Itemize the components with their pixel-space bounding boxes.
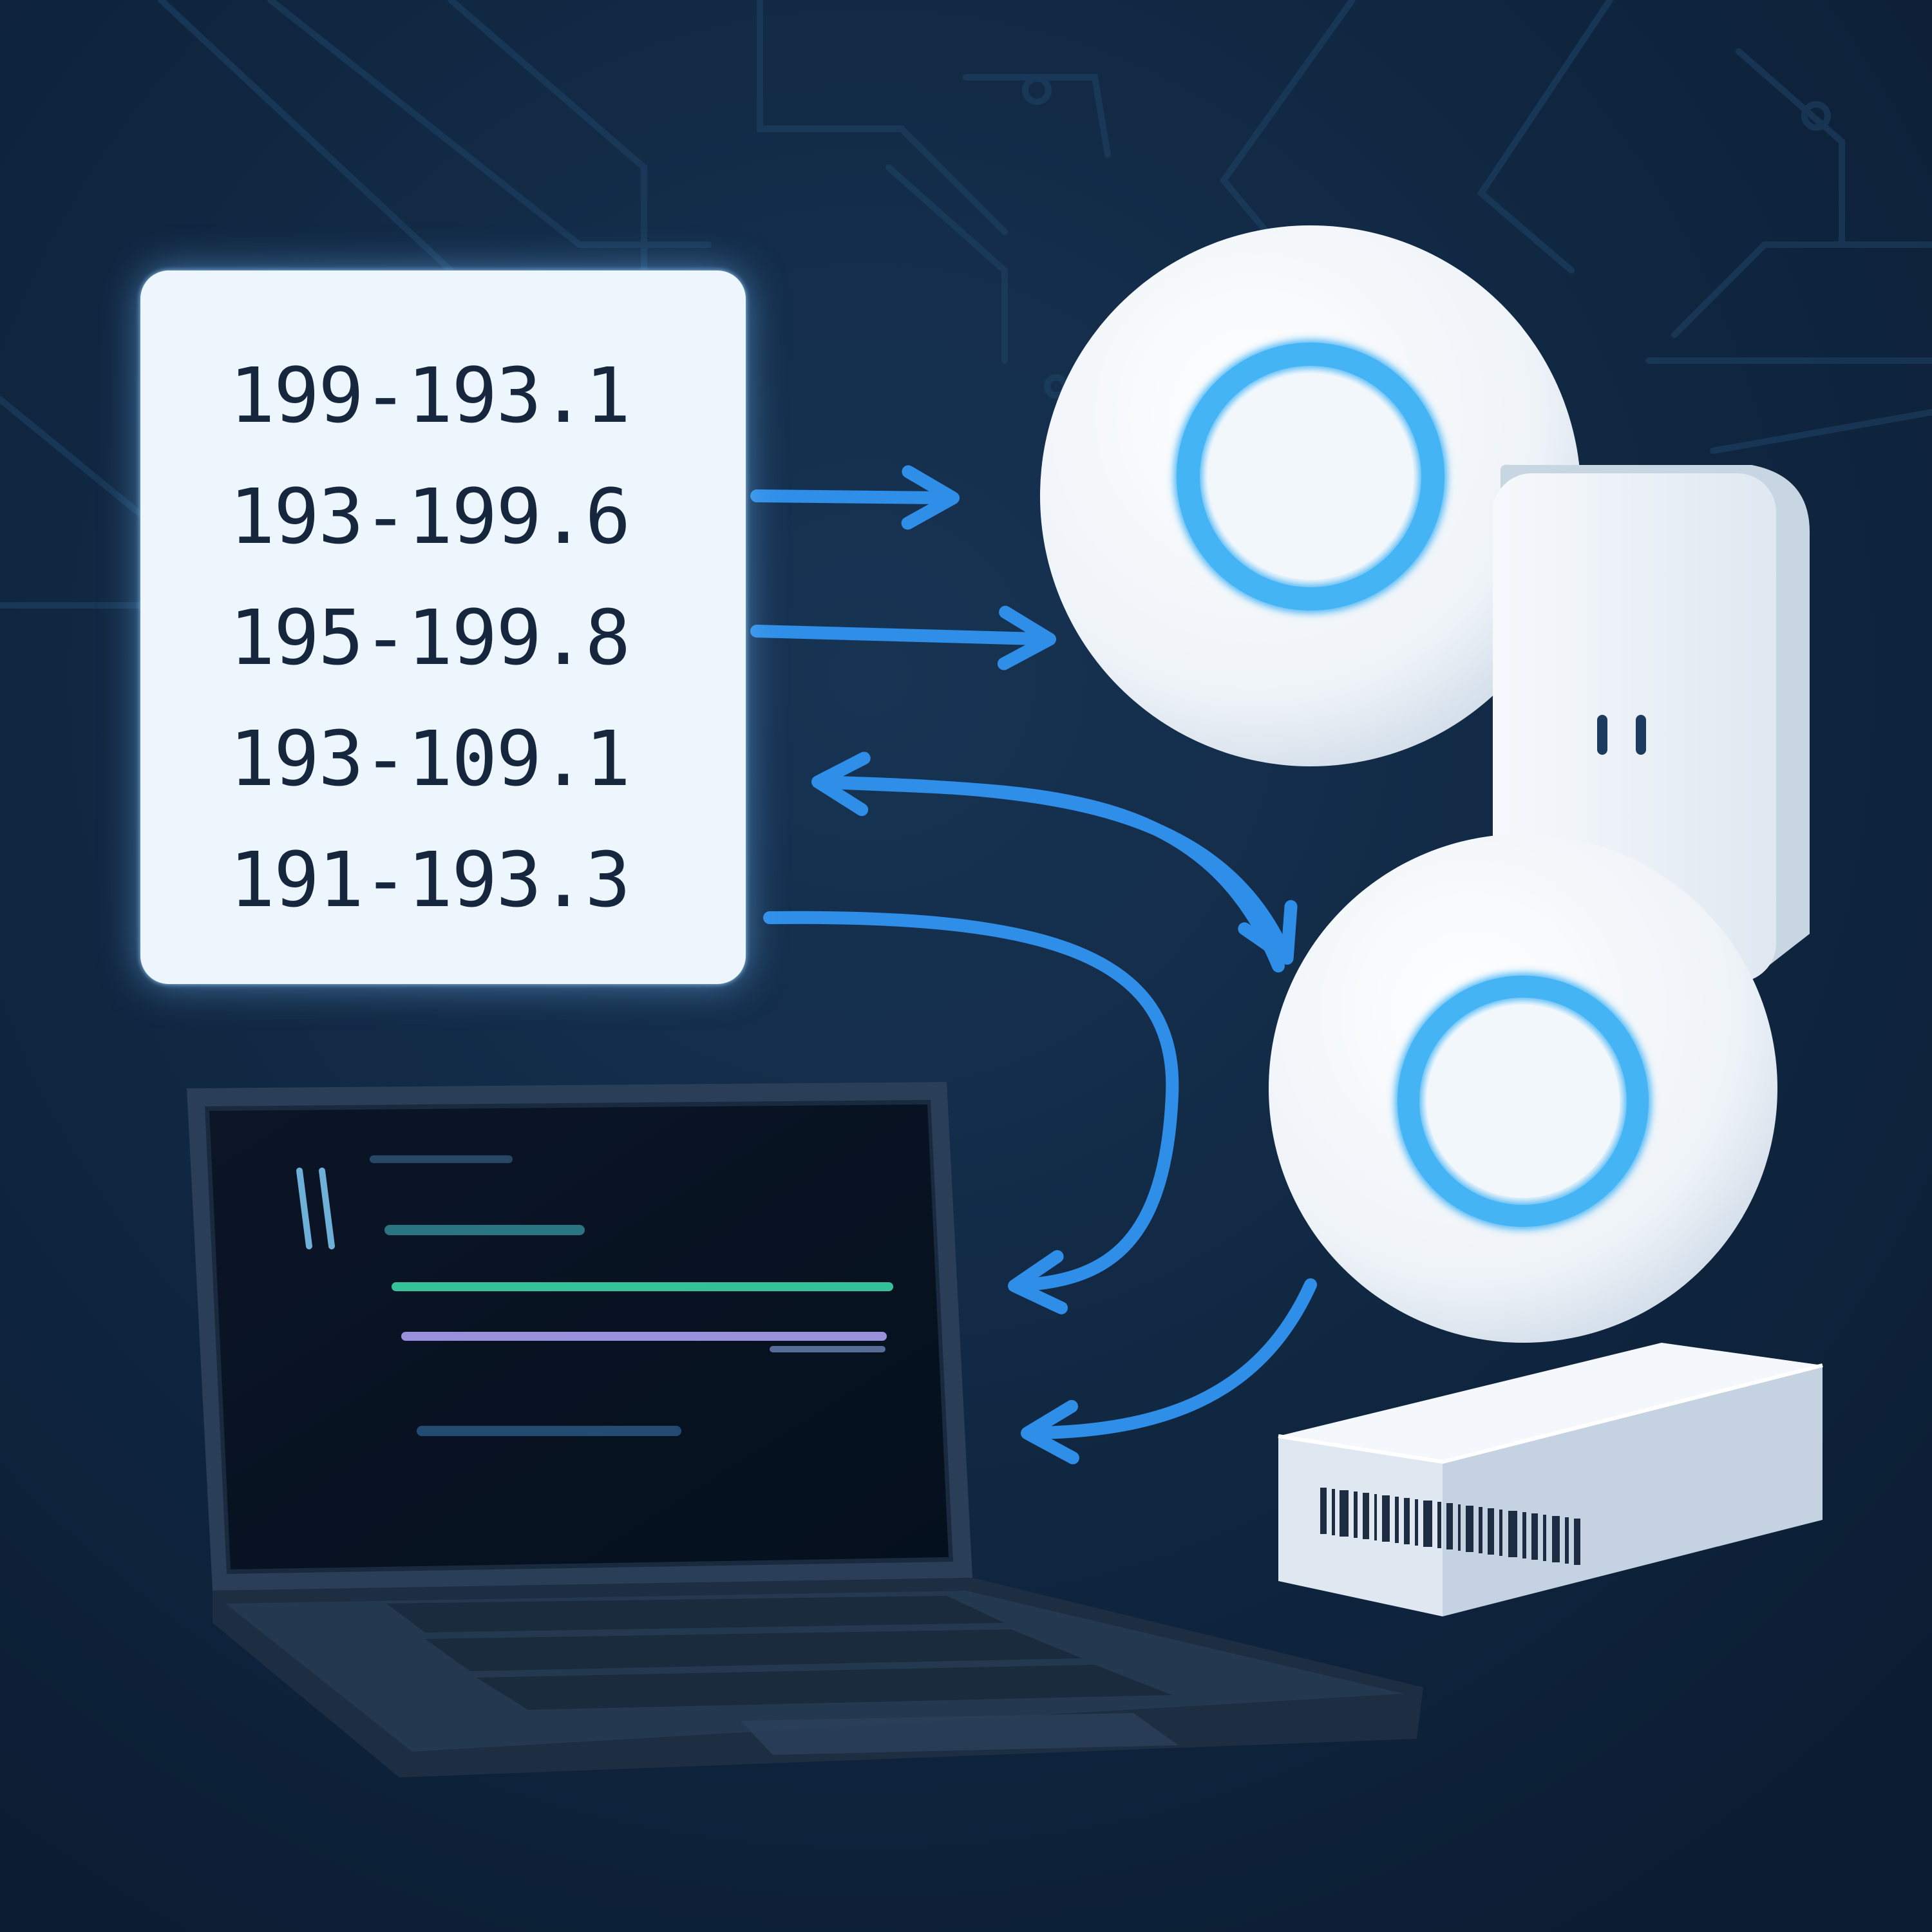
ip-address-item: 199-193.1 bbox=[229, 351, 630, 440]
connection-arrows bbox=[750, 465, 1317, 1464]
ip-address-item: 193-109.1 bbox=[229, 714, 630, 803]
circuit-lines bbox=[0, 0, 1932, 609]
ip-address-item: 191-193.3 bbox=[229, 835, 630, 924]
network-switch bbox=[1278, 1343, 1823, 1616]
keyboard-keys bbox=[386, 1596, 1179, 1755]
ip-address-item: 193-199.6 bbox=[229, 472, 630, 561]
ip-address-list: 199-193.1 193-199.6 195-199.8 193-109.1 … bbox=[140, 270, 746, 984]
laptop bbox=[187, 1082, 1423, 1777]
plug-slot-icon bbox=[1636, 715, 1646, 755]
arrow-icon bbox=[750, 465, 960, 530]
arrow-icon bbox=[763, 911, 1179, 1314]
plug-slot-icon bbox=[1597, 715, 1607, 755]
arrow-icon bbox=[831, 776, 1298, 965]
arrow-icon bbox=[1021, 1278, 1317, 1464]
access-point-top bbox=[1040, 225, 1581, 766]
access-point-bottom bbox=[1269, 834, 1777, 1343]
arrow-icon bbox=[750, 605, 1056, 670]
terminal-lines bbox=[296, 1155, 893, 1436]
network-switch-icon bbox=[1278, 1343, 1823, 1462]
barcode-label bbox=[1320, 1488, 1580, 1565]
ip-address-item: 195-199.8 bbox=[229, 593, 630, 682]
